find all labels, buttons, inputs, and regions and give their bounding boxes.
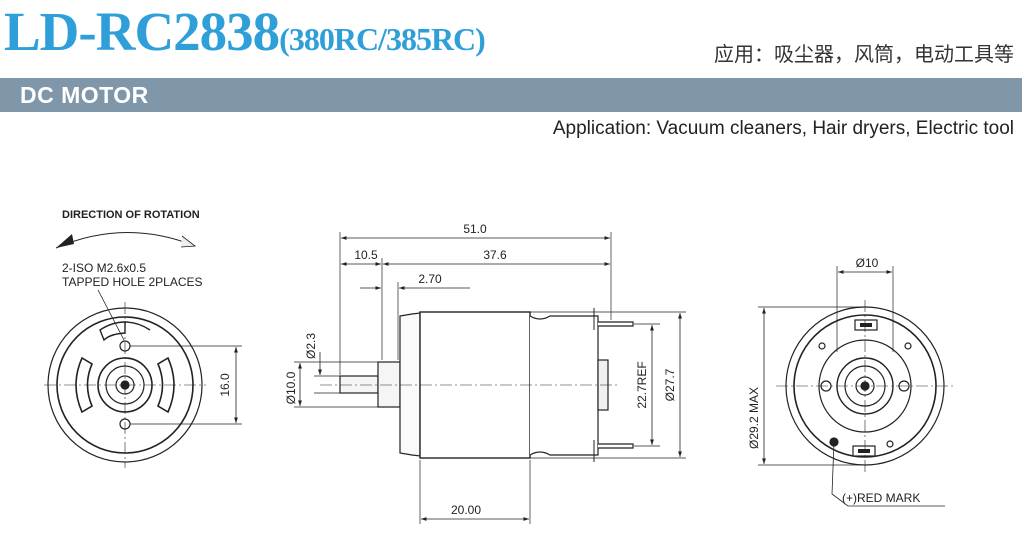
hole-note-line1: 2-ISO M2.6x0.5 [62, 261, 146, 275]
rear-terminal-bottom-slot [858, 449, 870, 453]
dim-shaft-length: 10.5 [354, 248, 378, 262]
end-cap [529, 315, 599, 456]
rear-hole-tl [818, 342, 826, 350]
model-number: LD-RC2838 [4, 1, 280, 62]
dim-bushing-dia: Ø10 [856, 256, 879, 270]
rear-view: Ø10 Ø29.2 MAX (+)RED MARK [747, 256, 954, 507]
front-slot-left [75, 356, 94, 414]
dim-boss-length: 2.70 [418, 272, 442, 286]
terminal-top [598, 321, 634, 327]
dim-boss-dia: Ø10.0 [284, 371, 298, 404]
front-bell [399, 312, 421, 457]
front-slot-right [156, 356, 175, 414]
red-mark-label: (+)RED MARK [842, 491, 920, 505]
rotation-arrow-icon [56, 234, 74, 248]
front-boss [377, 361, 401, 408]
hole-leader-line [97, 289, 125, 341]
model-variants: (380RC/385RC) [279, 21, 486, 57]
rotation-tail-icon [180, 235, 197, 248]
category-label: DC MOTOR [20, 82, 149, 108]
category-band: DC MOTOR [0, 78, 1022, 112]
dim-overall-length: 51.0 [463, 222, 487, 236]
dim-terminal-span: 22.7REF [635, 361, 649, 408]
side-view: 51.0 10.5 37.6 2.70 20.00 Ø2.3 Ø10.0 22.… [284, 222, 686, 524]
front-view: DIRECTION OF ROTATION 2-ISO M2.6x0.5 TAP… [44, 209, 242, 468]
dim-max-dia: Ø29.2 MAX [747, 387, 761, 449]
front-slot-top-right [124, 321, 151, 331]
dim-shaft-dia: Ø2.3 [304, 333, 318, 359]
dim-can-length: 20.00 [451, 503, 481, 517]
rear-hole-br [886, 440, 894, 448]
rear-hole-tr [904, 342, 912, 350]
direction-of-rotation-label: DIRECTION OF ROTATION [62, 209, 200, 221]
rear-terminal-top-slot [860, 323, 872, 327]
hole-note-line2: TAPPED HOLE 2PLACES [62, 275, 203, 289]
red-mark-leader [831, 441, 945, 507]
dim-hole-spacing: 16.0 [218, 373, 232, 397]
dim-can-dia: Ø27.7 [663, 368, 677, 401]
front-slot-top-left [99, 321, 126, 342]
dim-body-length: 37.6 [483, 248, 507, 262]
rotation-arc [55, 232, 196, 249]
shaft [339, 375, 379, 394]
applications-chinese: 应用：吸尘器，风筒，电动工具等 [714, 42, 1014, 66]
applications-english: Application: Vacuum cleaners, Hair dryer… [552, 118, 1014, 139]
product-title: LD-RC2838(380RC/385RC) [4, 0, 486, 68]
terminal-bottom [598, 443, 634, 449]
